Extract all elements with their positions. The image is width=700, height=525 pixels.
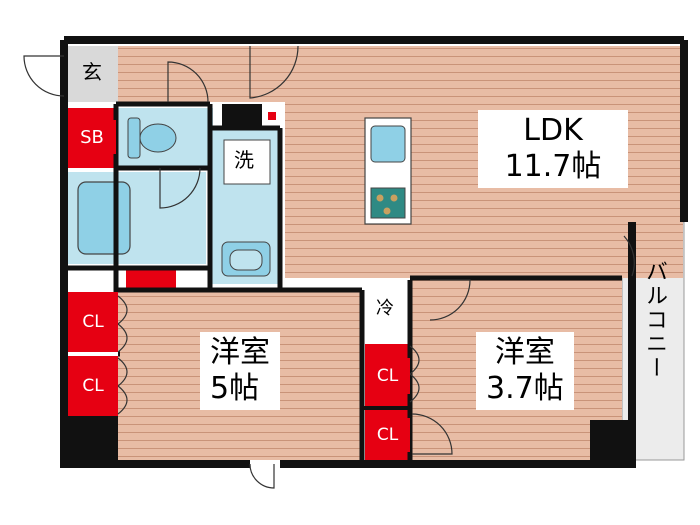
closet-label-4: CL bbox=[365, 418, 410, 452]
western1-size: 5帖 bbox=[210, 371, 260, 406]
kitchen-sink bbox=[370, 125, 406, 163]
closet-label-1: CL bbox=[68, 304, 118, 340]
doors bbox=[23, 45, 471, 489]
storage-red bbox=[126, 270, 176, 288]
hall-floor bbox=[118, 46, 288, 102]
ldk-label: LDK 11.7帖 bbox=[478, 110, 628, 188]
balcony-label: バルコニー bbox=[642, 260, 667, 380]
entrance-floor bbox=[68, 46, 118, 102]
ldk-name: LDK bbox=[523, 113, 583, 148]
western1-label: 洋室 5帖 bbox=[200, 332, 280, 410]
fridge-floor bbox=[365, 290, 410, 330]
closet-label-2: CL bbox=[68, 368, 118, 404]
washing-machine bbox=[223, 139, 271, 185]
western1-name: 洋室 bbox=[210, 335, 270, 370]
ldk-size: 11.7帖 bbox=[504, 149, 602, 184]
laundry-label: 洗 bbox=[234, 148, 254, 172]
entrance-label: 玄 bbox=[82, 60, 102, 84]
western2-size: 3.7帖 bbox=[486, 371, 564, 406]
western2-name: 洋室 bbox=[494, 335, 555, 370]
bathtub bbox=[77, 181, 131, 255]
western2-label: 洋室 3.7帖 bbox=[476, 332, 574, 410]
inner-walls bbox=[64, 101, 622, 464]
fridge-label: 冷 bbox=[376, 298, 394, 319]
closet-label-3: CL bbox=[365, 358, 410, 394]
shoebox-label: SB bbox=[68, 120, 116, 154]
balcony-door bbox=[623, 235, 635, 277]
toilet-tank bbox=[127, 117, 141, 159]
toilet-bowl bbox=[139, 123, 177, 153]
